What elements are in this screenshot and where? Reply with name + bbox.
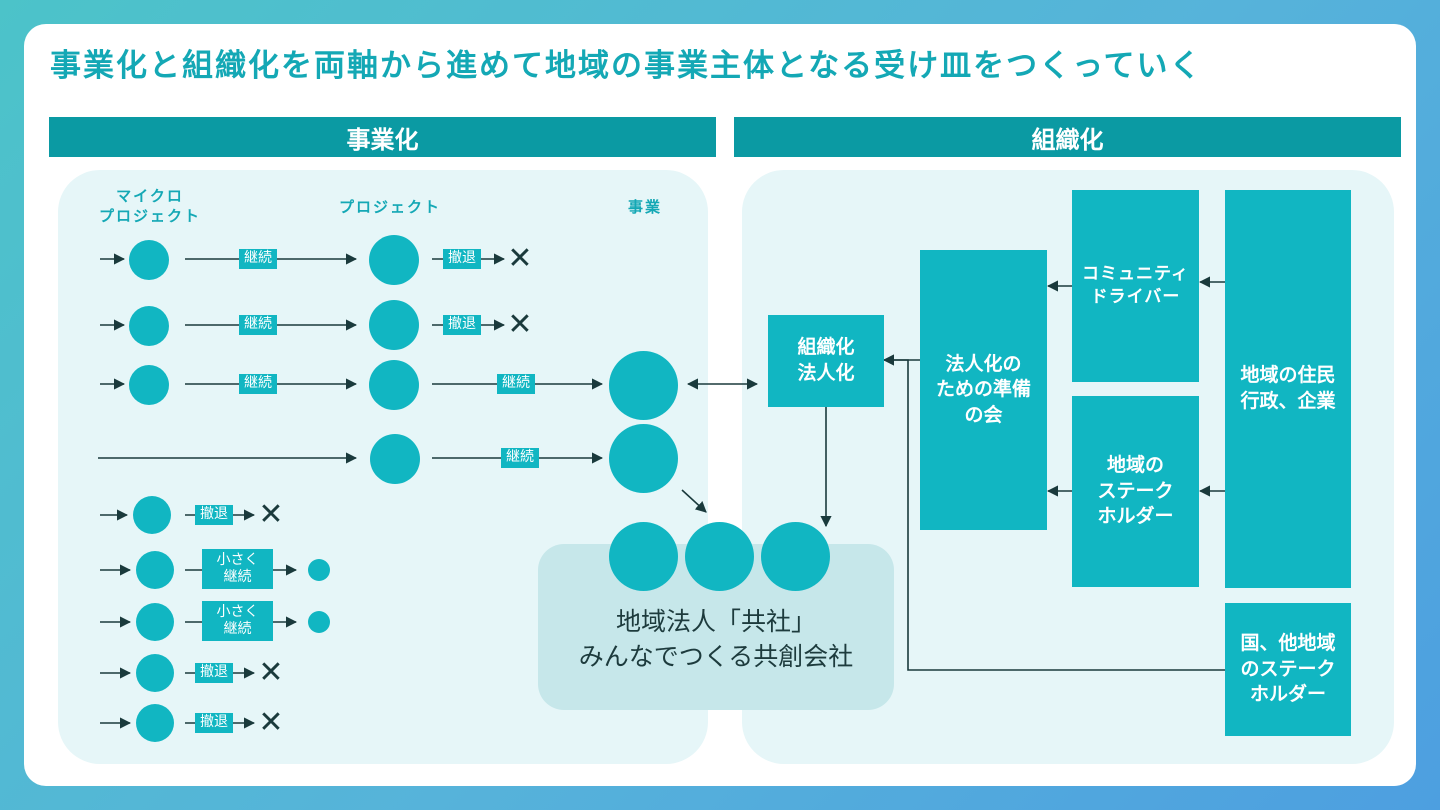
continue-tag: 継続: [501, 448, 539, 468]
micro-project-circle: [136, 551, 174, 589]
cross-icon: ✕: [507, 241, 533, 276]
micro-project-circle: [136, 704, 174, 742]
continue-tag: 継続: [239, 315, 277, 335]
continue-tag: 継続: [239, 249, 277, 269]
project-circle: [370, 434, 420, 484]
withdraw-tag: 撤退: [195, 713, 233, 733]
withdraw-tag: 撤退: [443, 315, 481, 335]
micro-project-circle: [129, 240, 169, 280]
band-business: 事業化: [49, 117, 716, 157]
small-continue-tag: 小さく 継続: [202, 601, 273, 641]
project-circle: [369, 360, 419, 410]
business-circle: [609, 351, 678, 420]
header-business: 事業: [627, 198, 662, 216]
header-project: プロジェクト: [338, 198, 441, 216]
continue-tag: 継続: [497, 374, 535, 394]
local-stakeholder-box: 地域の ステーク ホルダー: [1072, 396, 1199, 587]
small-continue-tag: 小さく 継続: [202, 549, 273, 589]
withdraw-tag: 撤退: [195, 663, 233, 683]
incorporation-prep-box: 法人化の ための準備 の会: [920, 250, 1047, 530]
withdraw-tag: 撤退: [443, 249, 481, 269]
org-incorporation-box: 組織化 法人化: [768, 315, 884, 407]
micro-project-circle: [136, 603, 174, 641]
continue-tag: 継続: [239, 374, 277, 394]
page-title: 事業化と組織化を両軸から進めて地域の事業主体となる受け皿をつくっていく: [50, 48, 1203, 84]
micro-project-circle: [129, 306, 169, 346]
cross-icon: ✕: [258, 705, 284, 740]
cross-icon: ✕: [258, 497, 284, 532]
project-circle: [369, 235, 419, 285]
company-tagline: みんなでつくる共創会社: [578, 642, 854, 671]
project-circle: [369, 300, 419, 350]
residents-box: 地域の住民 行政、企業: [1225, 190, 1351, 588]
national-stakeholder-box: 国、他地域 のステーク ホルダー: [1225, 603, 1351, 736]
cross-icon: ✕: [507, 307, 533, 342]
cross-icon: ✕: [258, 655, 284, 690]
company-business-circle: [761, 522, 830, 591]
band-organization: 組織化: [734, 117, 1401, 157]
business-circle: [609, 424, 678, 493]
company-business-circle: [609, 522, 678, 591]
flow-arrow: [681, 489, 707, 513]
community-driver-box: コミュニティ ドライバー: [1072, 190, 1199, 382]
small-continue-dot: [308, 611, 330, 633]
micro-project-circle: [133, 496, 171, 534]
small-continue-dot: [308, 559, 330, 581]
band-organization-label: 組織化: [1031, 125, 1104, 154]
company-label: 地域法人「共社」 みんなでつくる共創会社: [538, 604, 894, 674]
micro-project-circle: [136, 654, 174, 692]
company-business-circle: [685, 522, 754, 591]
micro-project-circle: [129, 365, 169, 405]
header-micro-project: マイクロ プロジェクト: [98, 187, 201, 226]
flow-arrow: [882, 354, 1225, 671]
band-business-label: 事業化: [346, 125, 419, 154]
company-name: 地域法人「共社」: [615, 607, 816, 636]
withdraw-tag: 撤退: [195, 505, 233, 525]
